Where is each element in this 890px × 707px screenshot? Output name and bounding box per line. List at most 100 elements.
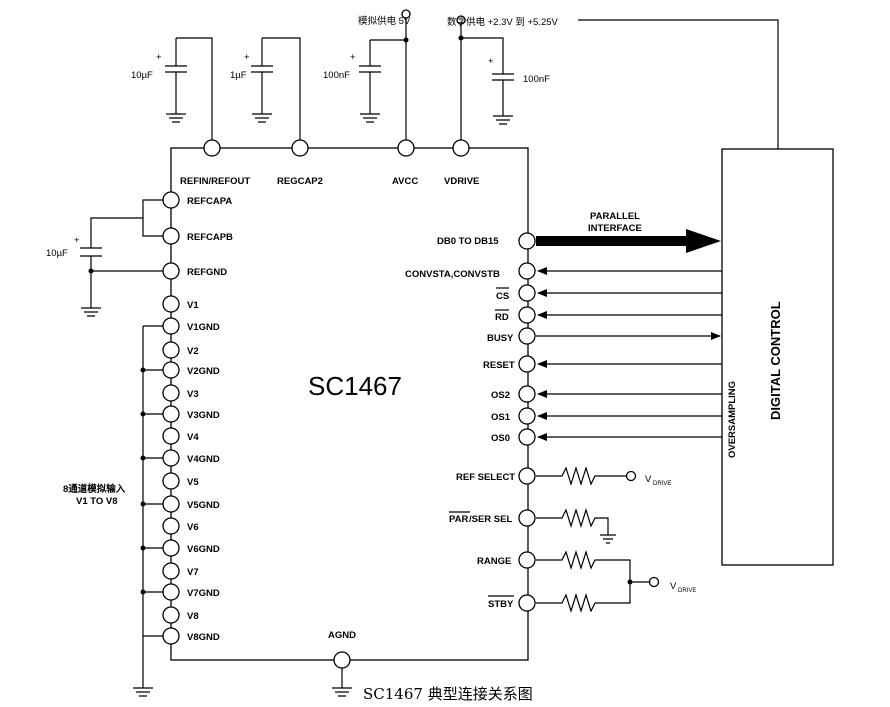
left-pins: REFCAPAREFCAPBREFGNDV1V1GNDV2V2GNDV3V3GN… — [162, 191, 233, 645]
left-pin-label-v4: V4 — [187, 432, 199, 443]
left-pin-label-v7gnd: V7GND — [187, 588, 220, 599]
pin-cs: CS — [496, 291, 509, 302]
left-pin-label-v8gnd: V8GND — [187, 632, 220, 643]
pin-ser: /SER SEL — [469, 514, 512, 525]
pin-agnd: AGND — [328, 630, 356, 641]
right-pin-7 — [518, 407, 536, 425]
vdrive-ref-label: V — [645, 474, 652, 485]
right-pin-12 — [518, 594, 536, 612]
right-pin-1 — [518, 262, 536, 280]
cap3-label: 100nF — [323, 70, 350, 81]
pin-par: PAR — [449, 514, 468, 525]
left-pin-v5gnd — [162, 495, 180, 513]
pin-range: RANGE — [477, 556, 511, 567]
pin-busy: BUSY — [487, 333, 514, 344]
pin-stby: STBY — [488, 599, 514, 610]
left-pin-label-v3: V3 — [187, 389, 199, 400]
pin-regcap2: REGCAP2 — [277, 176, 323, 187]
left-pin-label-v5gnd: V5GND — [187, 500, 220, 511]
left-pin-v7gnd — [162, 583, 180, 601]
left-pin-label-v5: V5 — [187, 477, 199, 488]
left-pin-v7 — [162, 562, 180, 580]
svg-text:+: + — [350, 52, 356, 63]
left-pin-v5 — [162, 472, 180, 490]
right-pin-4 — [518, 327, 536, 345]
svg-text:+: + — [244, 52, 250, 63]
left-pin-refcapa — [162, 191, 180, 209]
cap4-label: 100nF — [523, 74, 550, 85]
parallel-label-1: PARALLEL — [590, 211, 640, 222]
right-pin-5 — [518, 355, 536, 373]
chip-body — [170, 147, 529, 661]
left-pin-label-v6: V6 — [187, 522, 199, 533]
left-pin-v6 — [162, 517, 180, 535]
svg-text:+: + — [156, 52, 162, 63]
left-pin-v3gnd — [162, 405, 180, 423]
cap2-label: 1µF — [230, 70, 247, 81]
left-pin-label-refcapa: REFCAPA — [187, 196, 232, 207]
diagram-caption: SC1467 典型连接关系图 — [363, 685, 533, 703]
cap1-label: 10µF — [131, 70, 153, 81]
left-pin-label-v4gnd: V4GND — [187, 454, 220, 465]
pin-vdrive: VDRIVE — [444, 176, 479, 187]
parallel-label-2: INTERFACE — [588, 223, 642, 234]
left-pin-v8gnd — [162, 627, 180, 645]
svg-text:DRIVE: DRIVE — [678, 588, 696, 594]
svg-text:DRIVE: DRIVE — [653, 481, 671, 487]
right-pin-10 — [518, 509, 536, 527]
left-pin-v1 — [162, 295, 180, 313]
left-pin-v1gnd — [162, 317, 180, 335]
left-pin-label-v2: V2 — [187, 346, 199, 357]
pin-refsel: REF SELECT — [456, 472, 515, 483]
right-pin-2 — [518, 284, 536, 302]
digital-supply-label: 数字供电 +2.3V 到 +5.25V — [447, 16, 559, 28]
left-pin-label-v3gnd: V3GND — [187, 410, 220, 421]
pin-avcc: AVCC — [392, 176, 418, 187]
left-pin-v8 — [162, 606, 180, 624]
right-pin-11 — [518, 551, 536, 569]
pin-os1: OS1 — [491, 412, 511, 423]
left-pin-refcapb — [162, 227, 180, 245]
right-side-section: PARALLEL INTERFACE V DRIVE V DRIVE DB0 T… — [405, 211, 722, 614]
left-pin-v2gnd — [162, 361, 180, 379]
left-pin-v6gnd — [162, 539, 180, 557]
pin-reset: RESET — [483, 360, 515, 371]
left-pin-label-v1: V1 — [187, 300, 199, 311]
left-pin-label-refcapb: REFCAPB — [187, 232, 233, 243]
digital-control-title: DIGITAL CONTROL — [768, 301, 783, 420]
left-pin-label-v6gnd: V6GND — [187, 544, 220, 555]
cap5-label: 10µF — [46, 248, 68, 259]
agnd-section: AGND — [328, 630, 356, 697]
pin-rd: RD — [495, 312, 509, 323]
vdrive-range-label: V — [670, 581, 677, 592]
right-pins — [518, 232, 536, 612]
left-pin-label-v2gnd: V2GND — [187, 366, 220, 377]
input-label-line1: 8通道模拟输入 — [63, 483, 126, 495]
pin-db: DB0 TO DB15 — [437, 236, 499, 247]
top-supply-section: + 10µF + 1µF + 100nF 模拟供电 5V + 100nF 数字供… — [131, 9, 779, 187]
right-pin-8 — [518, 428, 536, 446]
right-pin-0 — [518, 232, 536, 250]
left-pin-v4gnd — [162, 449, 180, 467]
oversampling-label: OVERSAMPLING — [727, 381, 738, 458]
left-pin-v4 — [162, 427, 180, 445]
left-pin-label-v8: V8 — [187, 611, 199, 622]
pin-os0: OS0 — [491, 433, 510, 444]
pin-refin: REFIN/REFOUT — [180, 176, 250, 187]
left-pin-label-v1gnd: V1GND — [187, 322, 220, 333]
analog-supply-label: 模拟供电 5V — [358, 15, 411, 27]
left-pin-refgnd — [162, 262, 180, 280]
right-pin-3 — [518, 306, 536, 324]
pin-convst: CONVSTA,CONVSTB — [405, 269, 500, 280]
chip-name: SC1467 — [308, 371, 402, 401]
input-label-line2: V1 TO V8 — [76, 496, 118, 507]
left-pin-v2 — [162, 341, 180, 359]
right-pin-6 — [518, 385, 536, 403]
left-pin-label-v7: V7 — [187, 567, 199, 578]
pin-os2: OS2 — [491, 390, 510, 401]
svg-text:+: + — [488, 56, 494, 67]
left-side-section: + 10µF 8通道模拟输入 V1 TO V8 — [46, 199, 171, 697]
right-pin-9 — [518, 467, 536, 485]
